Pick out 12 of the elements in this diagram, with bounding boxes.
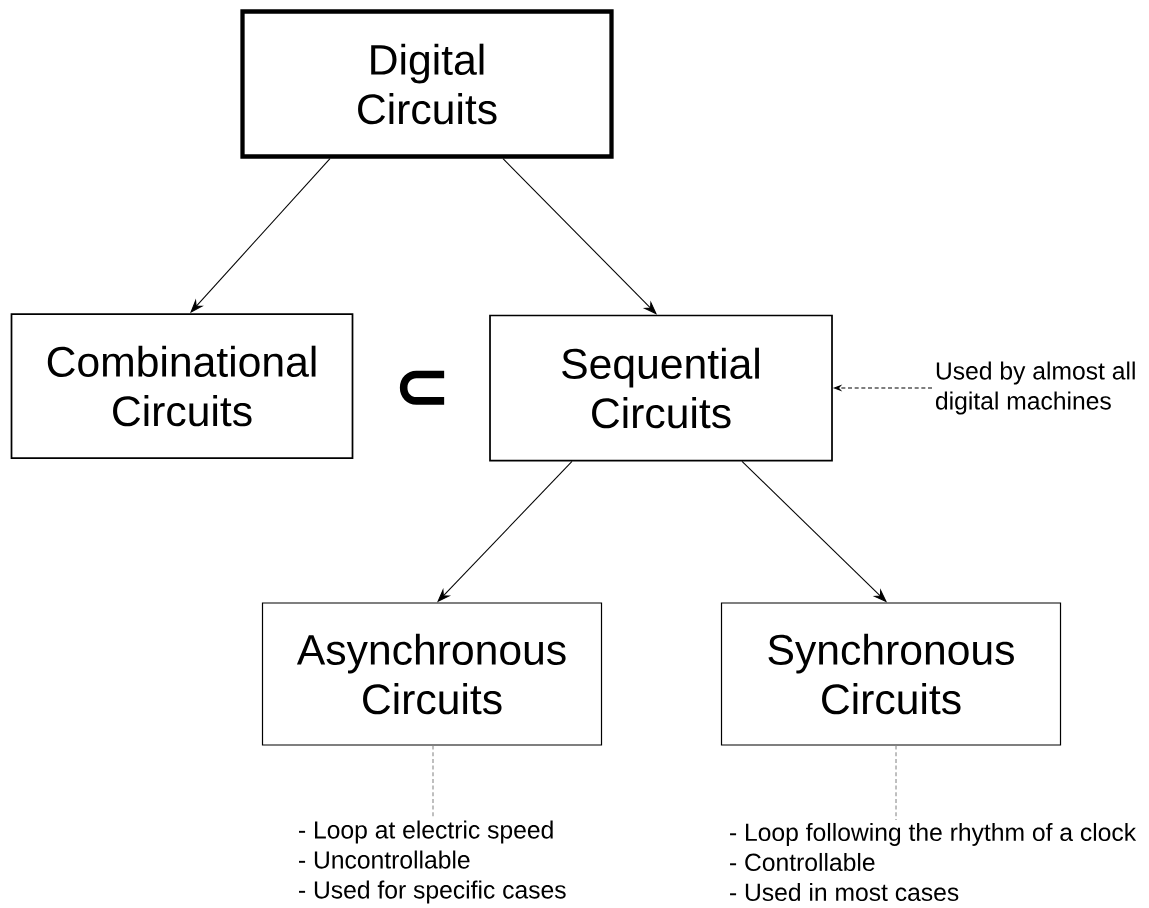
leader-line	[895, 745, 897, 821]
leader-line	[432, 745, 434, 819]
note-list: - Loop at electric speed - Uncontrollable - Used for specific cases	[299, 820, 566, 904]
note-list: - Loop following the rhythm of a clock - Controllable - Used in most cases	[730, 822, 1137, 902]
process-box: Sequential Circuits	[489, 314, 833, 462]
arrow	[502, 158, 657, 315]
process-box: Digital Circuits	[240, 9, 614, 159]
process-box: Synchronous Circuits	[720, 602, 1062, 746]
annotation-text: Used by almost all digital machines	[936, 361, 1135, 415]
process-box: Combinational Circuits	[10, 313, 354, 459]
process-box: Asynchronous Circuits	[261, 602, 603, 746]
subset-symbol: ⊂	[399, 370, 445, 405]
